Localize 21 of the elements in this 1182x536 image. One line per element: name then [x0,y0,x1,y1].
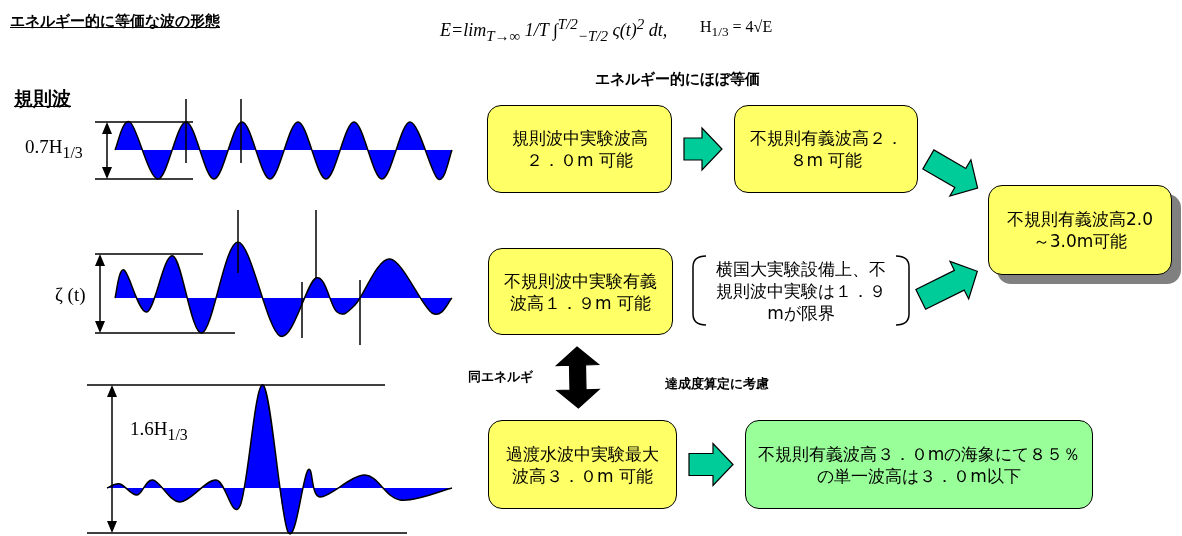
block-arrow [922,149,979,198]
experiment-box: 過渡水波中実験最大波高３．０m 可能 [488,420,677,509]
block-arrow [554,346,601,409]
height-label: 0.7H$_{1/3}$ [25,136,83,162]
experiment-box: 規則波中実験波高２．０m 可能 [487,105,672,193]
title: エネルギー的に等価な波の形態 [10,12,220,31]
height-label: 1.6H$_{1/3}$ [130,418,188,444]
experiment-box: 不規則波中実験有義波高１．９m 可能 [488,248,673,335]
result-box: 不規則有義波高２．８m 可能 [734,105,918,193]
block-arrow [915,260,979,310]
bracket-note: 横国大実験設備上、不規則波中実験は１．９mが限界 [692,255,910,326]
conclusion-box: 不規則有義波高３．０mの海象にて８５％の単一波高は３．０m以下 [745,420,1093,509]
note: 達成度算定に考慮 [665,375,769,393]
formula: H$_{1/3}$ = 4√E [700,18,773,41]
height-label: ζ (t) [55,284,86,306]
formula: E=lim$_{T→∞}$ 1/T ∫$^{T/2}$$_{−T/2}$ ς(t)$^{2}$ dt, [440,16,668,45]
block-arrow [683,126,723,172]
edge-label: 同エネルギ [467,367,533,386]
heading: エネルギー的にほぼ等価 [595,70,760,89]
block-arrow [688,442,734,487]
wave-type-label: 規則波 [14,86,71,111]
